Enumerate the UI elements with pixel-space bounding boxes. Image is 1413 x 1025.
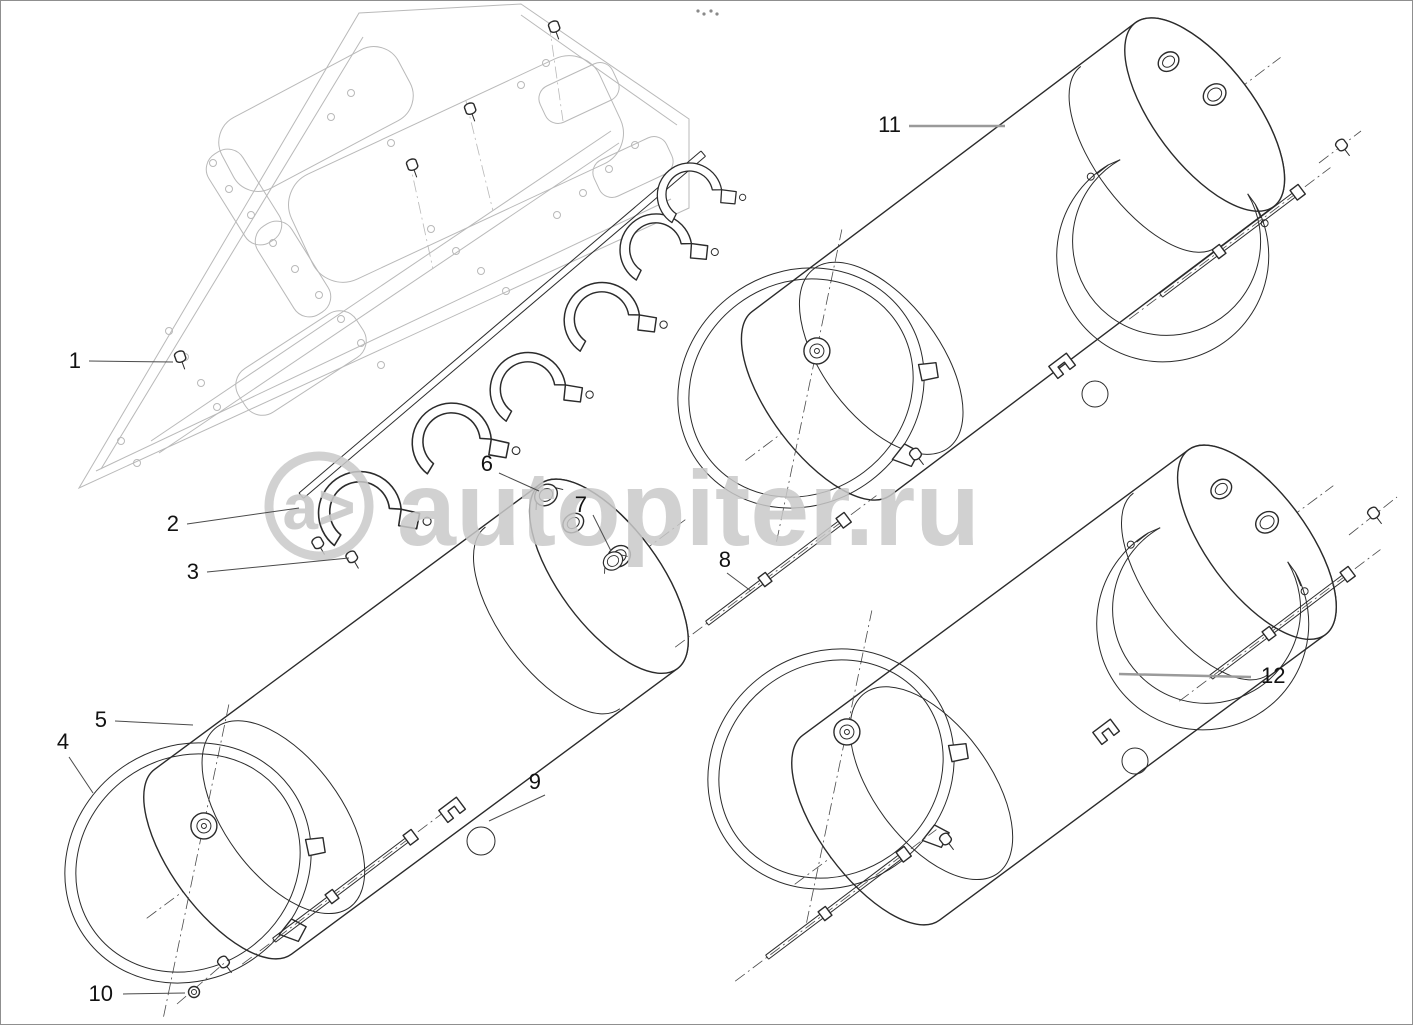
watermark: a> autopiter.ru	[264, 450, 980, 568]
callout-leader-5	[114, 720, 194, 726]
strap-nut	[176, 958, 230, 1005]
callout-leader-12	[1118, 672, 1252, 679]
watermark-logo: a>	[283, 471, 356, 543]
callout-leader-6	[498, 472, 540, 492]
callout-leader-10	[122, 992, 186, 995]
mounting-bracket-bar	[298, 150, 706, 499]
watermark-logo-ring	[264, 451, 374, 561]
callout-leader-9	[488, 794, 546, 822]
tank-12-clamp	[1092, 718, 1149, 775]
tank-11-clamp	[1048, 352, 1109, 408]
callout-label-3: 3	[187, 559, 199, 584]
callout-label-7: 7	[575, 492, 587, 517]
chassis-frame	[77, 3, 690, 490]
callout-label-12: 12	[1261, 663, 1285, 688]
small-bolt-mid-right	[1318, 130, 1362, 164]
frame-stud-bolt	[546, 19, 565, 42]
callout-label-5: 5	[95, 707, 107, 732]
frame-stud-bolt	[462, 101, 481, 124]
callout-leader-3	[206, 557, 350, 573]
callout-label-6: 6	[481, 451, 493, 476]
watermark-text: autopiter.ru	[397, 450, 980, 568]
callouts: 1 2 3 4 5 6 7 8 9 10 11 12	[57, 112, 1286, 1006]
callout-leader-1	[88, 360, 174, 363]
frame-stud-bolt	[404, 157, 423, 180]
callout-label-2: 2	[167, 511, 179, 536]
callout-label-10: 10	[89, 981, 113, 1006]
callout-label-1: 1	[69, 348, 81, 373]
small-bolt-top-right	[1348, 496, 1398, 536]
callout-label-11: 11	[878, 112, 901, 137]
corner-marks	[696, 9, 719, 16]
callout-leader-7	[592, 514, 612, 552]
callout-leader-8	[726, 572, 752, 592]
hook-bolt	[343, 548, 364, 572]
callout-leader-2	[186, 507, 300, 525]
callout-label-9: 9	[529, 769, 541, 794]
frame-holes	[117, 59, 639, 467]
tank-5-clamp	[438, 796, 496, 856]
callout-leader-4	[68, 756, 94, 794]
callout-label-4: 4	[57, 729, 69, 754]
callout-label-8: 8	[719, 547, 731, 572]
